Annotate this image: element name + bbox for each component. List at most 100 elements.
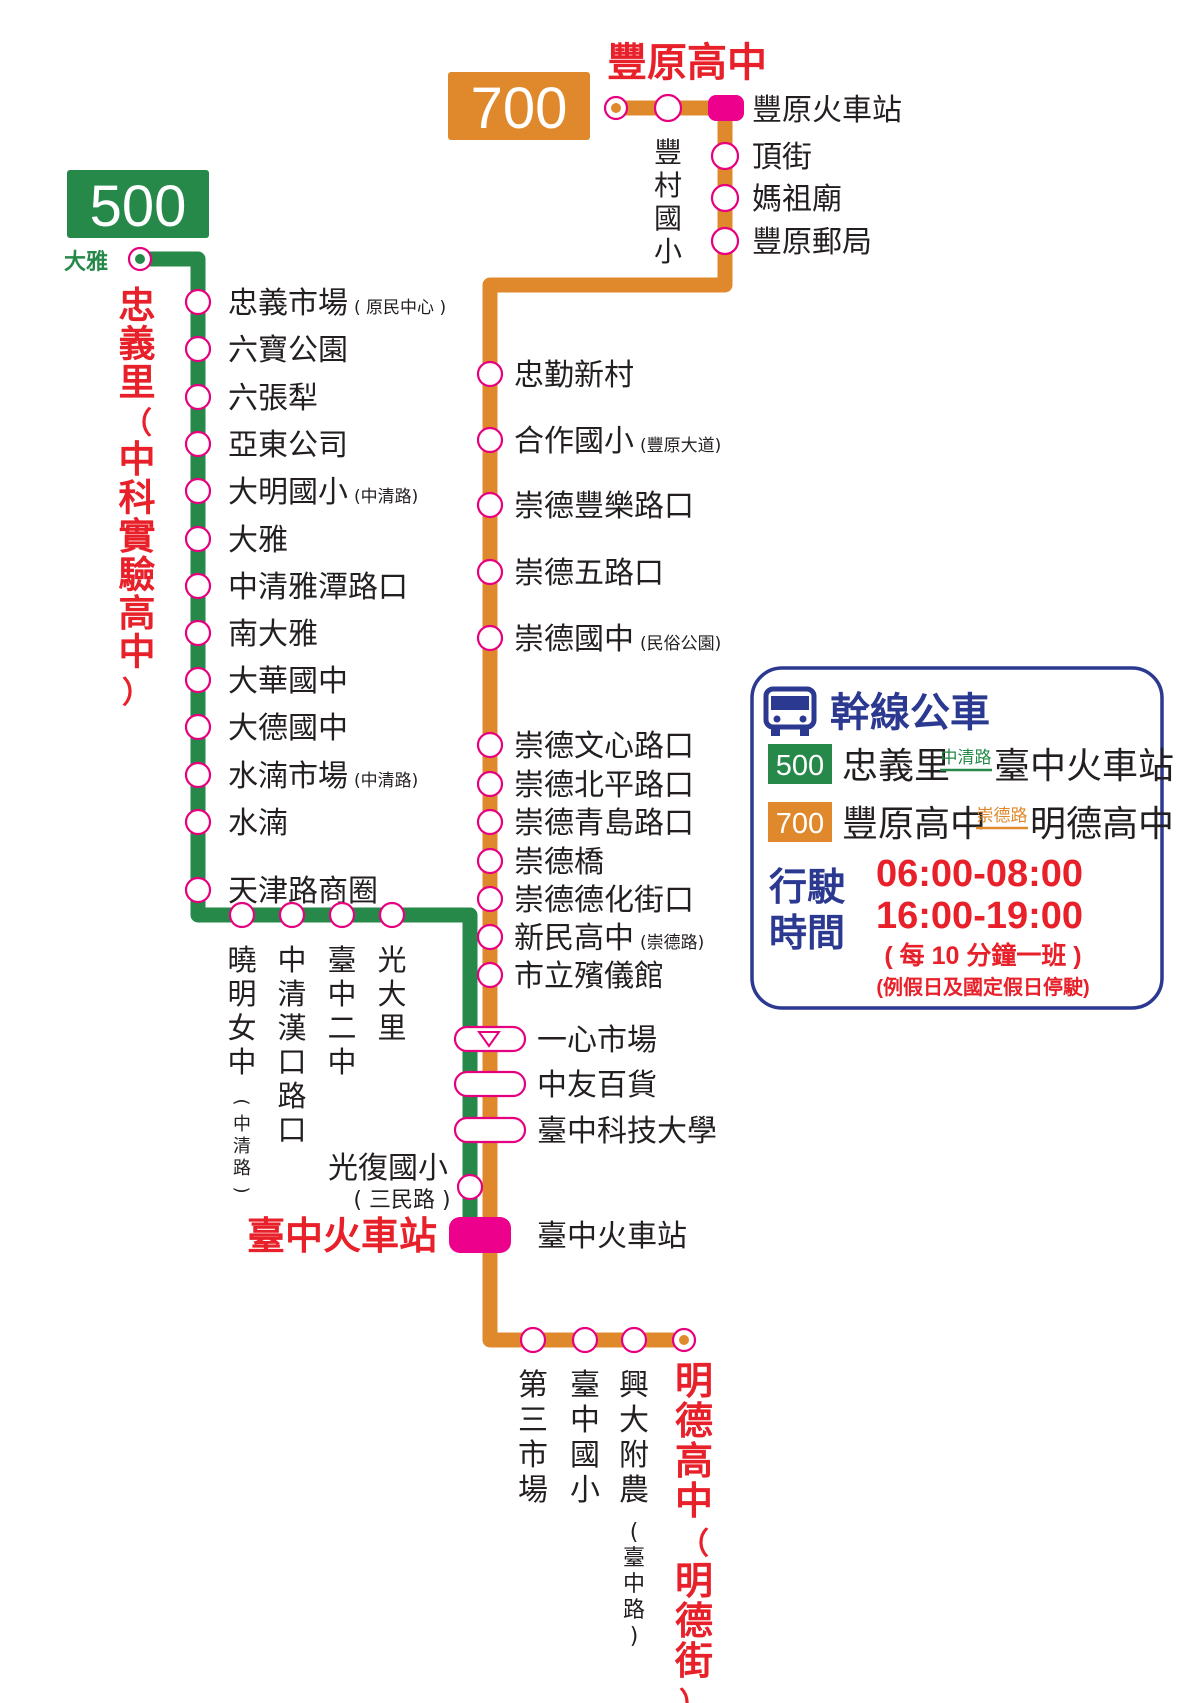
route-shared-stops: 一心市場 中友百貨 臺中科技大學	[453, 1023, 717, 1149]
svg-text:曉: 曉	[227, 943, 256, 977]
stop-r500-0	[184, 288, 212, 316]
legend-service-label-2: 時間	[769, 911, 845, 955]
stop-r700-6	[476, 770, 504, 798]
svg-text:二: 二	[327, 1011, 356, 1045]
stop-label-r500-1: 六寶公園	[228, 333, 348, 368]
stop-label-r500-5: 大雅	[228, 523, 288, 558]
stop-r500-7	[184, 619, 212, 647]
stop-r700-4	[476, 624, 504, 652]
stop-label-r500-8: 大華國中	[228, 664, 348, 699]
svg-text:中: 中	[227, 1045, 256, 1079]
stop-label-r500-2: 六張犁	[228, 381, 318, 416]
stop-label-dingjie: 頂街	[752, 140, 812, 175]
route-500-origin-terminal-text: 忠義里（中科實驗高中）	[119, 284, 156, 711]
stop-note-r700-1: (豐原大道)	[640, 436, 721, 456]
stop-r500-h1	[278, 901, 306, 929]
route-700-destination-dot	[679, 1335, 689, 1345]
stop-label-r500-7: 南大雅	[228, 617, 318, 652]
svg-text:里: 里	[377, 1011, 406, 1045]
svg-text:明: 明	[227, 977, 256, 1011]
stop-r500-9	[184, 713, 212, 741]
route-500-badge	[67, 170, 209, 238]
svg-text:): )	[630, 1624, 639, 1649]
stop-zhongyou-department	[453, 1070, 527, 1098]
stop-r500-10	[184, 761, 212, 789]
stop-label-zhongyou-department: 中友百貨	[537, 1068, 657, 1103]
stop-fengcun-elementary	[653, 93, 683, 123]
stop-label-r500-9: 大德國中	[228, 711, 348, 746]
stop-r700-8	[476, 847, 504, 875]
stop-r700-10	[476, 923, 504, 951]
legend-route-700-badge	[768, 802, 832, 842]
stop-label-guangfu-elementary: 光復國小	[328, 1151, 448, 1186]
stop-r700-2	[476, 491, 504, 519]
stop-r700-b1	[571, 1326, 599, 1354]
stop-note-r700-10: (崇德路)	[640, 933, 704, 953]
svg-text:口: 口	[277, 1045, 306, 1079]
stop-r700-b0	[519, 1326, 547, 1354]
stop-r500-3	[184, 430, 212, 458]
stop-r500-5	[184, 525, 212, 553]
svg-text:清: 清	[233, 1136, 251, 1157]
svg-text:中: 中	[327, 977, 356, 1011]
route-700-origin-terminal: 豐原高中	[607, 40, 767, 86]
stop-r500-2	[184, 383, 212, 411]
svg-text:中: 中	[570, 1403, 600, 1438]
hub-label-fengyuan-station: 豐原火車站	[752, 93, 902, 128]
stop-r500-1	[184, 335, 212, 363]
stop-label-r700-3: 崇德五路口	[514, 556, 664, 591]
legend-route-700-to: 明德高中	[1030, 804, 1174, 845]
stop-label-r700-6: 崇德北平路口	[514, 768, 694, 803]
svg-text:口: 口	[277, 1113, 306, 1147]
legend-route-700-via: 崇德路	[977, 806, 1028, 826]
route-500-origin-terminal: 忠義里（中科實驗高中）	[119, 284, 156, 711]
stop-label-r700-4: 崇德國中(民俗公園)	[514, 622, 721, 657]
stop-note-r700-4: (民俗公園)	[640, 634, 721, 654]
stop-label-r500-h3: 光大里	[377, 943, 406, 1045]
svg-text:市: 市	[518, 1438, 548, 1473]
svg-text:興: 興	[619, 1368, 649, 1403]
stop-r700-1	[476, 426, 504, 454]
route-700-origin-dot	[611, 103, 621, 113]
stop-r500-12	[184, 876, 212, 904]
svg-text:路: 路	[277, 1079, 306, 1113]
legend-title: 幹線公車	[830, 690, 990, 736]
svg-text:大: 大	[619, 1403, 649, 1438]
svg-text:小: 小	[570, 1473, 600, 1508]
svg-text:漢: 漢	[277, 1011, 306, 1045]
stop-label-r500-12: 天津路商圈	[228, 874, 378, 909]
svg-text:三: 三	[518, 1403, 548, 1438]
stop-label-r500-10: 水湳市場(中清路)	[228, 759, 418, 794]
svg-text:中: 中	[327, 1045, 356, 1079]
stop-note-r500-0: ( 原民中心 )	[354, 298, 446, 318]
legend-route-500-number: 500	[776, 750, 824, 782]
stop-r700-7	[476, 808, 504, 836]
stop-label-r700-2: 崇德豐樂路口	[514, 489, 694, 524]
stop-taichung-tech-univ	[453, 1116, 527, 1144]
stop-label-r700-7: 崇德青島路口	[514, 806, 694, 841]
svg-text:臺: 臺	[623, 1546, 645, 1571]
stop-fengyuan-post	[710, 226, 740, 256]
route-500-line	[140, 251, 478, 1235]
stop-r700-3	[476, 558, 504, 586]
route-700-number: 700	[471, 76, 568, 141]
stop-yixin-market	[453, 1025, 527, 1053]
legend-route-500-badge	[768, 744, 832, 784]
svg-text:): )	[231, 1186, 252, 1193]
svg-text:中: 中	[623, 1572, 645, 1597]
stop-r700-b2	[620, 1326, 648, 1354]
stop-label-r700-0: 忠勤新村	[514, 358, 634, 393]
stop-label-r700-1: 合作國小(豐原大道)	[514, 424, 721, 459]
svg-text:國: 國	[570, 1438, 600, 1473]
svg-text:附: 附	[619, 1438, 649, 1473]
stop-label-fengyuan-post: 豐原郵局	[752, 225, 872, 260]
